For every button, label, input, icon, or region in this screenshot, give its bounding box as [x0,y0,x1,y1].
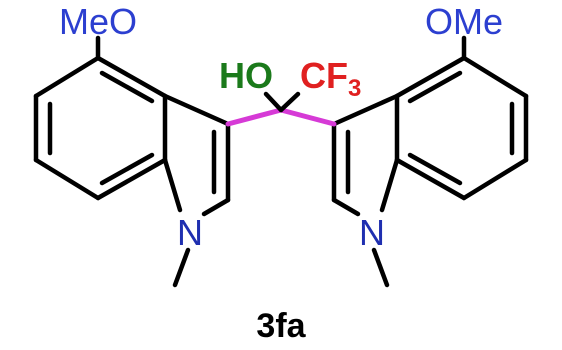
bond [461,55,529,99]
bond [331,93,400,127]
nitrogen-label-left: N [177,212,203,253]
trifluoromethyl-label: CF3 [300,55,361,102]
hydroxyl-label: HO [219,55,273,96]
bond [162,93,231,127]
compound-id: 3fa [256,307,306,345]
bond [201,197,231,217]
bond [95,55,168,99]
bond [331,197,361,217]
bond [172,247,191,288]
trifluoromethyl-main: CF [300,55,348,96]
methoxy-label-left: MeO [59,1,137,42]
bond [33,55,101,99]
bond-to-hydroxyl [263,91,284,113]
highlight-bond-left [225,107,284,127]
bond [461,157,529,201]
bond [379,157,400,213]
bond [99,70,155,104]
bond [99,152,155,186]
bond-to-cf3 [278,91,301,113]
nitrogen-label-right: N [359,212,385,253]
left-indole [33,35,231,288]
bond [95,157,168,201]
bond [394,55,467,99]
right-indole [331,35,529,288]
bond [371,247,390,288]
bond [407,152,463,186]
trifluoromethyl-subscript: 3 [348,75,361,102]
highlight-bond-right [278,107,337,127]
bond [407,70,463,104]
bond [394,157,467,201]
bond [33,157,101,201]
methoxy-label-right: OMe [425,1,503,42]
bond [162,157,183,213]
central-carbon [225,91,337,127]
